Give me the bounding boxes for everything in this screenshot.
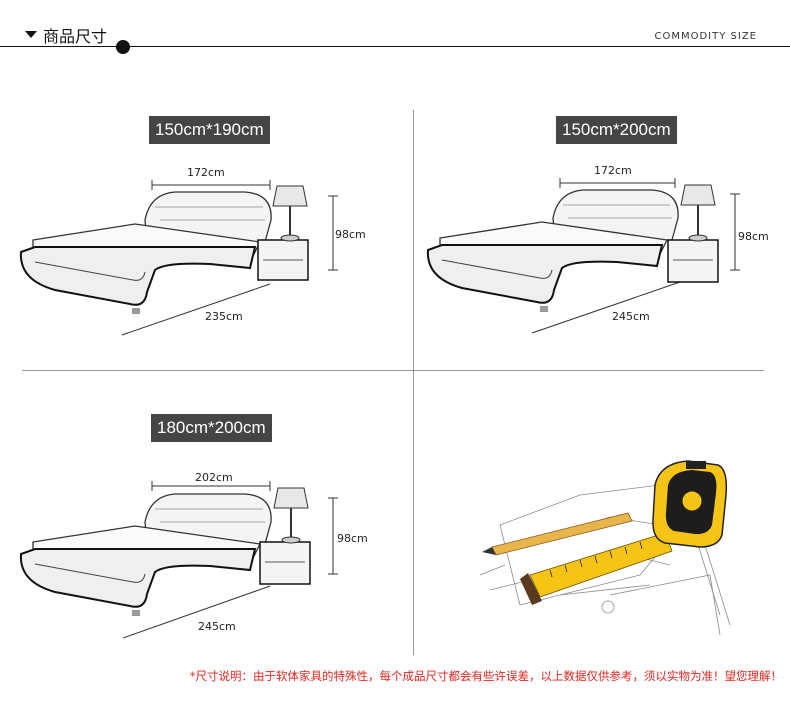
tape-measure-case	[652, 460, 728, 548]
length-dimension: 245cm	[198, 620, 236, 633]
pencil-icon	[482, 512, 633, 556]
width-dimension: 172cm	[187, 166, 225, 179]
triangle-down-icon	[25, 31, 37, 38]
size-panel-1: 150cm*190cm 172cm 98cm 235cm	[15, 112, 395, 357]
size-label: 150cm*190cm	[149, 116, 270, 144]
section-title: 商品尺寸	[43, 27, 108, 46]
size-panel-3: 180cm*200cm 202cm 98cm 245cm	[15, 410, 395, 655]
size-label: 180cm*200cm	[151, 414, 272, 442]
size-panel-2: 150cm*200cm 172cm 98cm 245cm	[420, 110, 790, 355]
bed-illustration	[426, 178, 740, 334]
bullet-dot-icon	[116, 40, 130, 54]
grid-divider-horizontal	[22, 370, 764, 371]
height-dimension: 98cm	[738, 230, 769, 243]
width-dimension: 172cm	[594, 164, 632, 177]
bed-illustration	[19, 481, 338, 639]
header-rule	[0, 46, 790, 47]
size-label: 150cm*200cm	[556, 116, 677, 144]
measuring-tape-illustration	[479, 460, 731, 636]
height-dimension: 98cm	[337, 532, 368, 545]
height-dimension: 98cm	[335, 228, 366, 241]
grid-divider-vertical	[413, 110, 414, 655]
length-dimension: 235cm	[205, 310, 243, 323]
bed-illustration	[19, 180, 338, 336]
width-dimension: 202cm	[195, 471, 233, 484]
section-header: 商品尺寸 COMMODITY SIZE	[0, 0, 790, 60]
length-dimension: 245cm	[612, 310, 650, 323]
size-disclaimer-note: *尺寸说明：由于软体家具的特殊性，每个成品尺寸都会有些许误差，以上数据仅供参考，…	[189, 669, 782, 683]
section-subtitle: COMMODITY SIZE	[654, 31, 757, 42]
